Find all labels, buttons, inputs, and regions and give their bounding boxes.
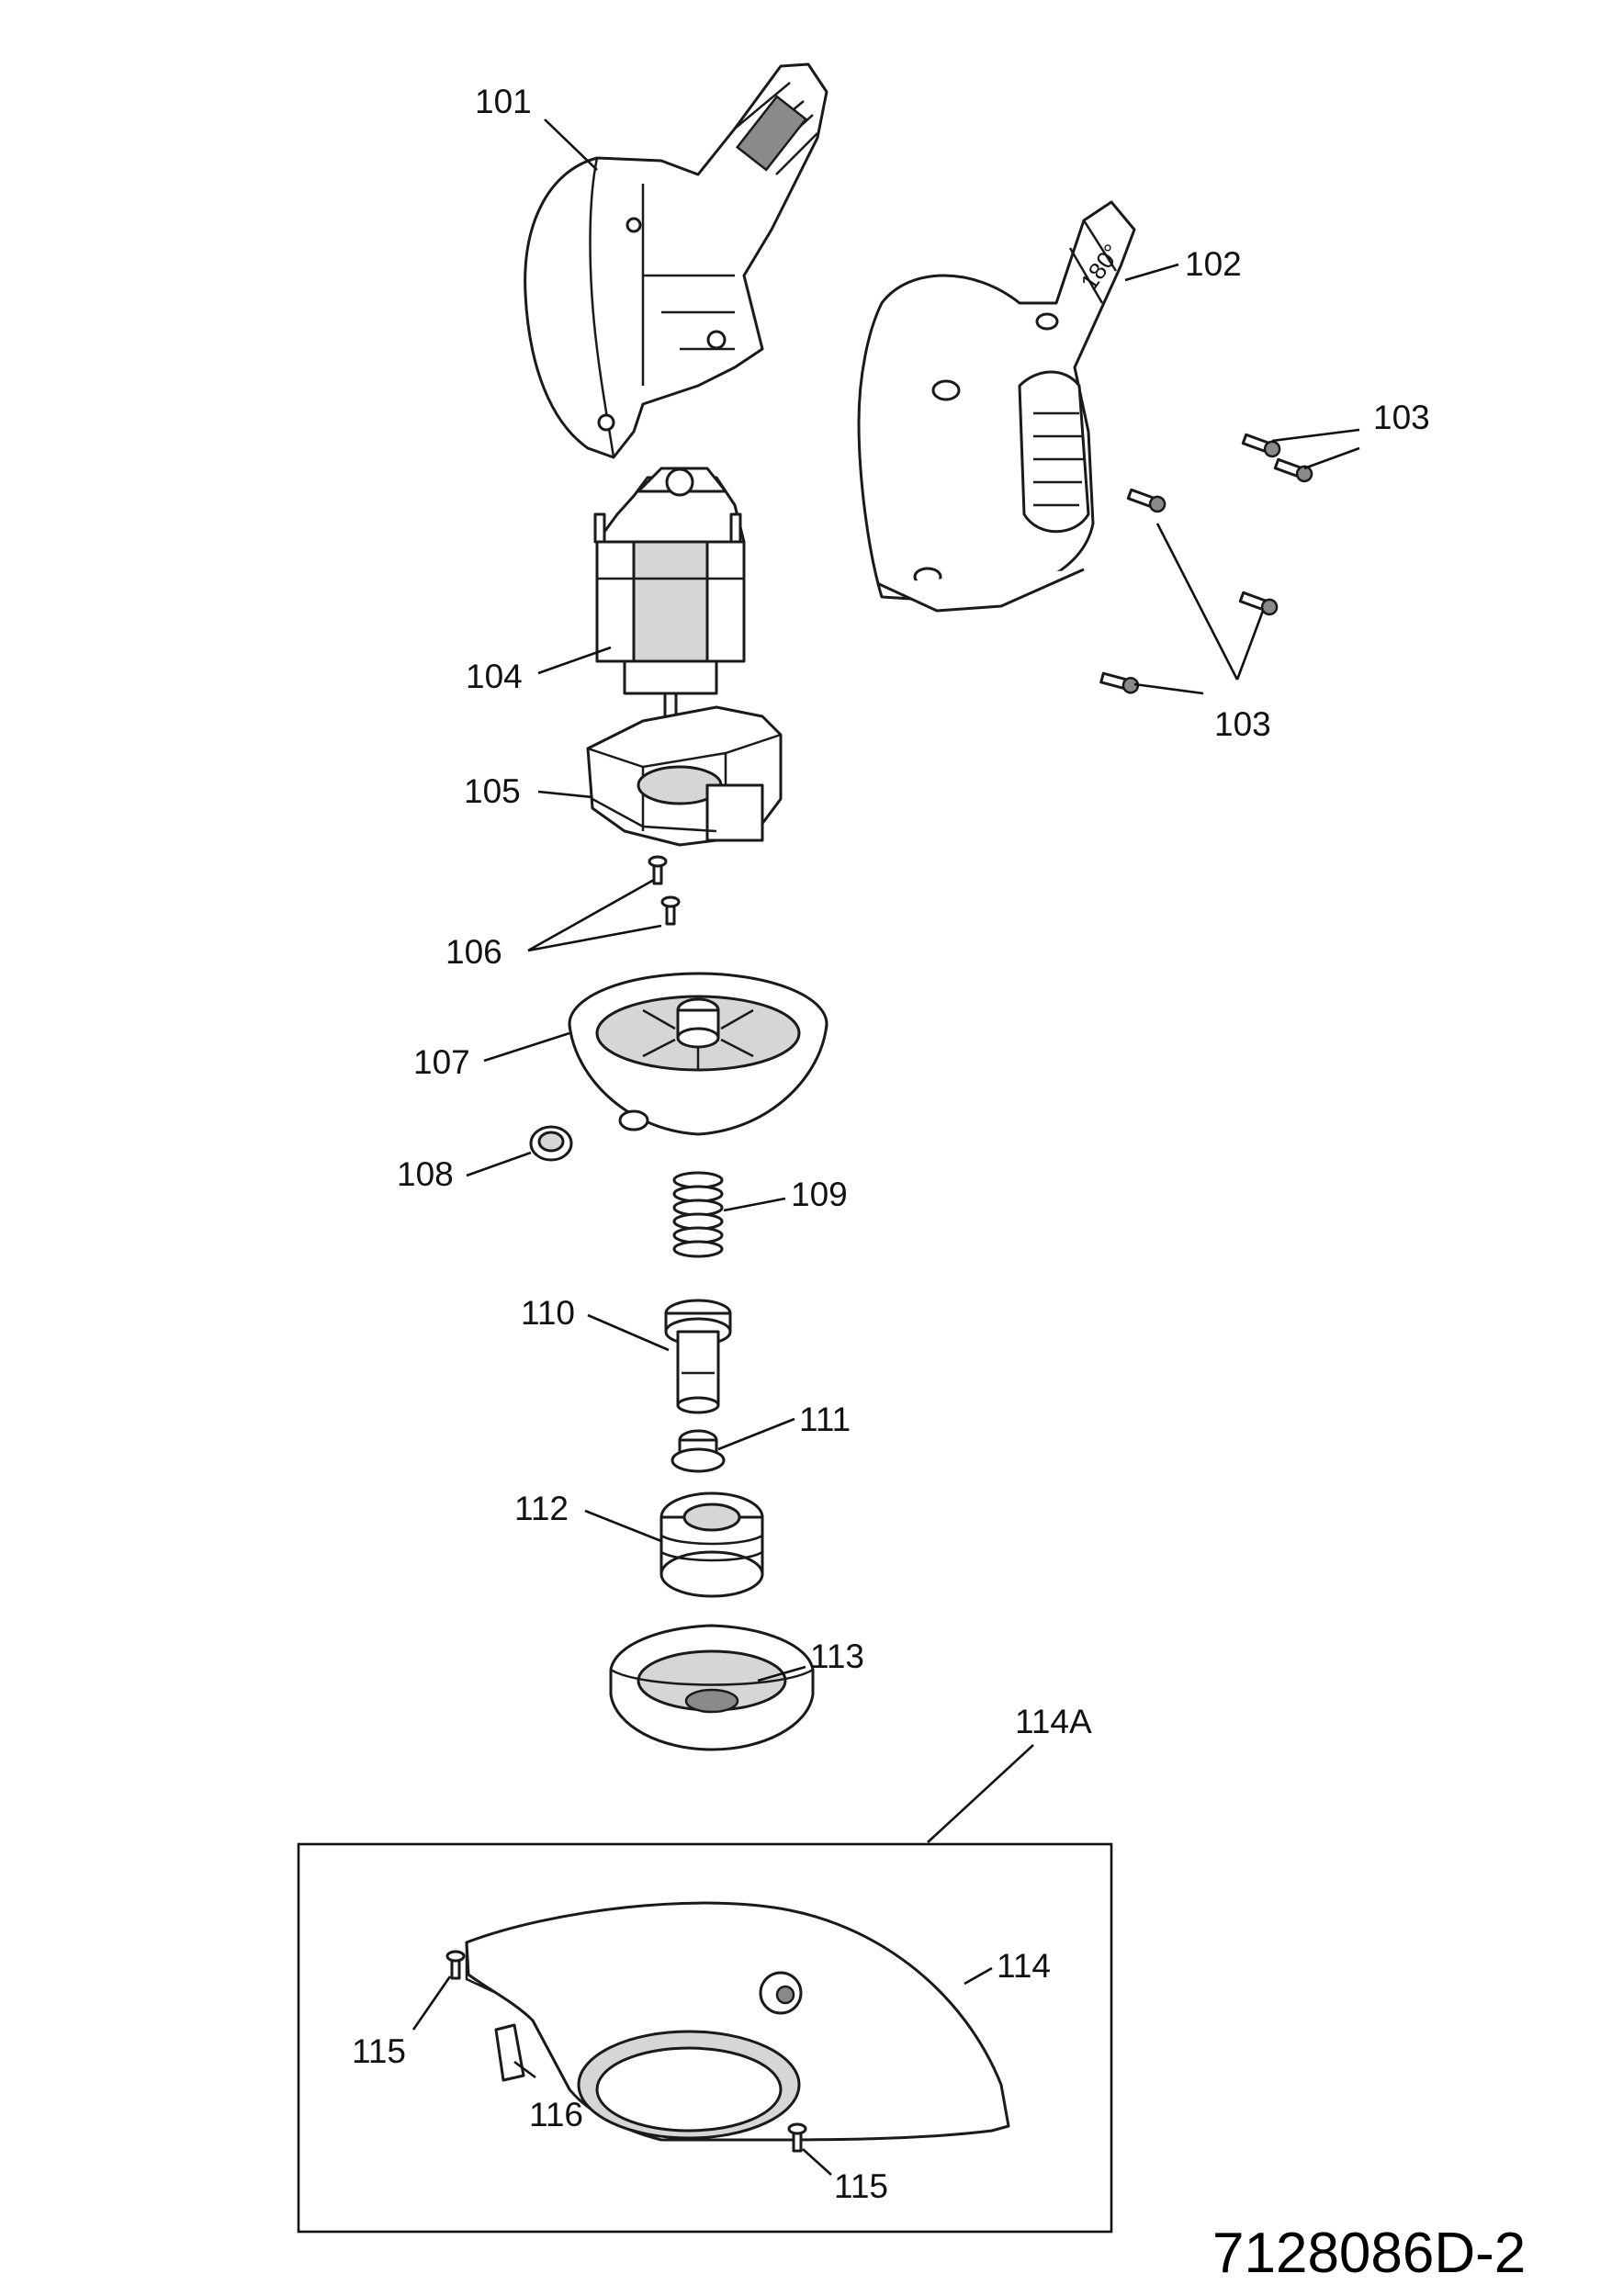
- label-115-left: 115: [352, 2032, 406, 2070]
- label-103-lower: 103: [1214, 705, 1271, 743]
- part-114-guard: [465, 1901, 1010, 2142]
- label-114A: 114A: [1015, 1703, 1092, 1740]
- label-102: 102: [1185, 245, 1242, 283]
- part-112-spool: [659, 1491, 764, 1598]
- label-108: 108: [397, 1155, 454, 1193]
- drawing-number: 7128086D-2: [1212, 2222, 1526, 2285]
- label-111: 111: [799, 1401, 851, 1438]
- part-102-housing-right-half: 180°: [857, 200, 1136, 613]
- part-114A-assembly-box: [297, 1842, 1113, 2234]
- part-104-motor: [593, 467, 746, 732]
- label-110: 110: [521, 1294, 575, 1332]
- label-107: 107: [413, 1043, 470, 1081]
- part-115-screws: [445, 1950, 807, 2153]
- part-116-cutter-blade: [494, 2023, 525, 2082]
- label-101: 101: [475, 83, 532, 120]
- label-114: 114: [997, 1947, 1051, 1985]
- part-101-housing-left-half: [524, 62, 828, 459]
- part-107-spool-housing: [568, 972, 828, 1136]
- label-116: 116: [529, 2096, 583, 2133]
- part-109-spring: [672, 1171, 724, 1258]
- label-109: 109: [791, 1176, 848, 1213]
- label-104: 104: [466, 658, 523, 695]
- leader-lines: [411, 118, 1360, 2176]
- part-103-screws: [1099, 433, 1313, 694]
- label-106: 106: [445, 933, 502, 971]
- label-115-bottom: 115: [834, 2167, 888, 2205]
- label-103-upper: 103: [1373, 399, 1430, 436]
- label-113: 113: [810, 1638, 864, 1675]
- part-108-nut: [529, 1125, 573, 1162]
- part-110-shaft-sleeve: [664, 1299, 732, 1414]
- part-106-screws: [648, 855, 681, 926]
- part-105-motor-base: [586, 705, 783, 847]
- label-112: 112: [514, 1490, 569, 1527]
- part-labels: 101 102 103 103 104 105 106 107 108 109 …: [352, 83, 1430, 2205]
- part-111-nut: [671, 1429, 726, 1473]
- label-105: 105: [464, 772, 521, 810]
- part-113-spool-cover: [609, 1624, 815, 1751]
